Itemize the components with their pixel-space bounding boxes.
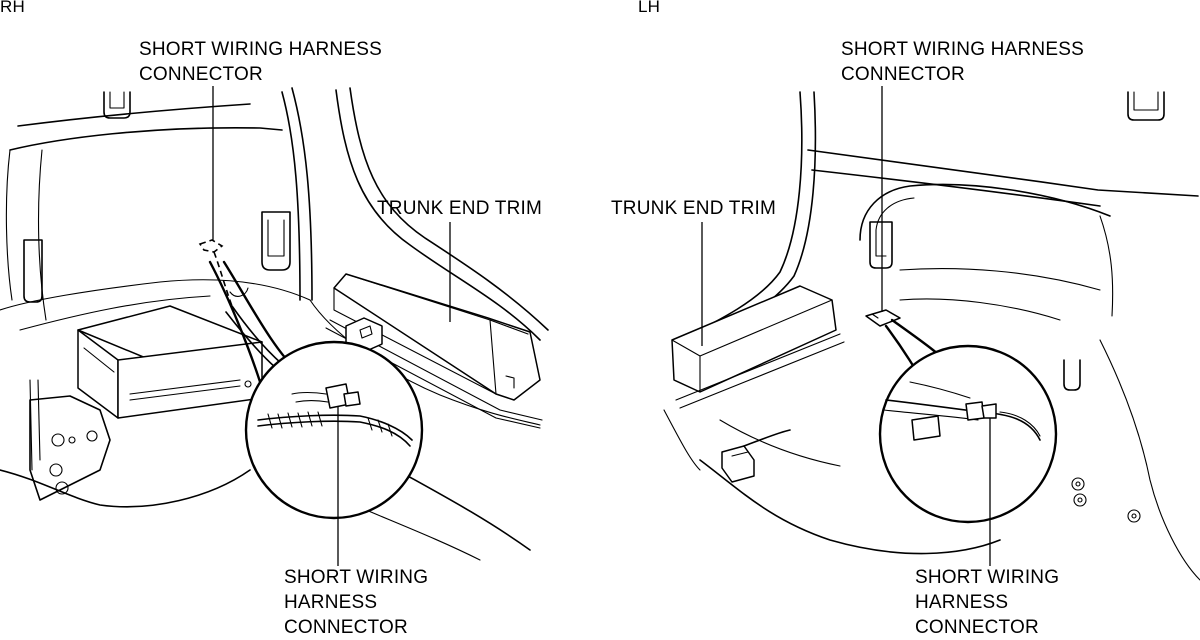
rh-hooks: [23, 91, 291, 303]
rh-detail-circle: [208, 260, 424, 520]
rh-bottom-connector-label-line2: HARNESS: [284, 592, 378, 613]
rh-trunk-end-trim-label: TRUNK END TRIM: [377, 198, 543, 219]
lh-top-connector-label-line2: CONNECTOR: [841, 64, 965, 85]
rh-bottom-connector-label-line1: SHORT WIRING: [284, 567, 429, 588]
lh-hooks: [869, 91, 1165, 391]
rh-amplifier: [77, 305, 263, 419]
lh-bottom-connector-label-line3: CONNECTOR: [915, 617, 1039, 638]
rh-leaders: [212, 86, 451, 566]
lh-bottom-connector-label-line1: SHORT WIRING: [915, 567, 1060, 588]
lh-trunk-end-trim: [663, 285, 845, 471]
rh-panel-tag: RH: [0, 0, 25, 16]
rh-bracket: [29, 379, 111, 501]
rh-trunk-body: [0, 87, 549, 561]
lh-bolts: [1071, 477, 1141, 523]
lh-bottom-connector-label-line2: HARNESS: [915, 592, 1009, 613]
rh-top-connector-label-line1: SHORT WIRING HARNESS: [139, 39, 382, 60]
lh-trunk-body: [679, 91, 1200, 581]
lh-leaders: [701, 86, 991, 566]
lh-panel-tag: LH: [638, 0, 661, 16]
lh-panel-drawing: [663, 86, 1200, 581]
lh-loose-connector: [721, 429, 791, 483]
rh-top-connector-label-line2: CONNECTOR: [139, 64, 263, 85]
rh-panel-drawing: [0, 86, 549, 566]
lh-trunk-end-trim-label: TRUNK END TRIM: [611, 198, 777, 219]
lh-detail-circle: [878, 344, 1058, 524]
lh-top-connector-label-line1: SHORT WIRING HARNESS: [841, 39, 1084, 60]
rh-bottom-connector-label-line3: CONNECTOR: [284, 617, 408, 638]
